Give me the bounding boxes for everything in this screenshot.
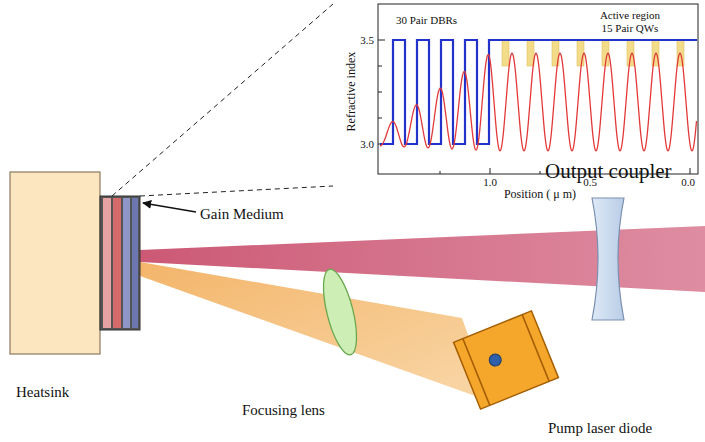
region-label: Active region [600, 9, 660, 21]
region-label: 15 Pair QWs [602, 22, 659, 34]
heatsink [10, 172, 100, 354]
pump-beam [140, 262, 492, 402]
focusing-lens [317, 266, 364, 358]
pump-laser-diode [454, 311, 559, 409]
part-label: Focusing lens [242, 402, 325, 419]
part-label: Pump laser diode [548, 420, 652, 437]
axis-title: Position ( μ m) [504, 188, 576, 201]
tick-label: 3.0 [360, 138, 374, 150]
quantum-well [627, 40, 634, 66]
index-profile-plot [333, 4, 700, 186]
laser-beam [140, 226, 705, 292]
pointer-arrow [143, 203, 196, 212]
axis-title: Refractive index [345, 52, 358, 132]
gain-medium [100, 196, 140, 330]
index-profile [380, 40, 697, 144]
output-coupler [592, 198, 624, 320]
part-label: Output coupler [545, 160, 672, 183]
part-label: Heatsink [16, 384, 69, 401]
quantum-well [527, 40, 534, 66]
zoom-line [140, 186, 333, 196]
part-label: Gain Medium [200, 206, 284, 223]
quantum-well [502, 40, 509, 66]
quantum-well [577, 40, 584, 66]
tick-label: 1.0 [483, 176, 497, 188]
tick-label: 0.0 [681, 176, 695, 188]
zoom-line [112, 4, 333, 196]
field-intensity [380, 53, 697, 150]
tick-label: 3.5 [360, 34, 374, 46]
region-label: 30 Pair DBRs [396, 14, 457, 26]
